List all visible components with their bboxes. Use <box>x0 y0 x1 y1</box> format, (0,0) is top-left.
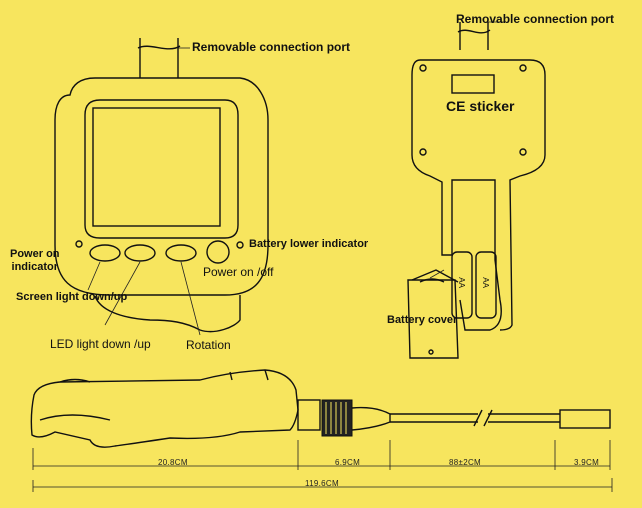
battery-polarity-right: AA <box>480 277 490 288</box>
led-light-label: LED light down /up <box>50 337 151 351</box>
side-view-device <box>30 369 613 492</box>
rotation-label: Rotation <box>186 338 231 352</box>
connector-dimension: 6.9CM <box>335 458 361 467</box>
power-on-off-label: Power on /off <box>203 265 274 279</box>
screen-light-label: Screen light down/up <box>16 291 128 303</box>
battery-lower-indicator-label: Battery lower indicator <box>249 238 369 250</box>
back-view-device <box>407 21 546 359</box>
tip-dimension: 3.9CM <box>574 458 600 467</box>
ce-sticker-label: CE sticker <box>446 98 515 114</box>
cable-dimension: 88±2CM <box>449 458 481 467</box>
battery-polarity-left: AA <box>456 277 466 288</box>
battery-cover-label: Battery cover <box>387 314 458 326</box>
handle-dimension: 20.8CM <box>158 458 188 467</box>
removable-port-label-back: Removable connection port <box>456 12 615 26</box>
total-dimension: 119.6CM <box>305 479 339 488</box>
removable-port-label-front: Removable connection port <box>192 40 351 54</box>
front-view-device <box>54 38 269 336</box>
power-on-indicator-label: Power on indicator <box>10 248 60 273</box>
